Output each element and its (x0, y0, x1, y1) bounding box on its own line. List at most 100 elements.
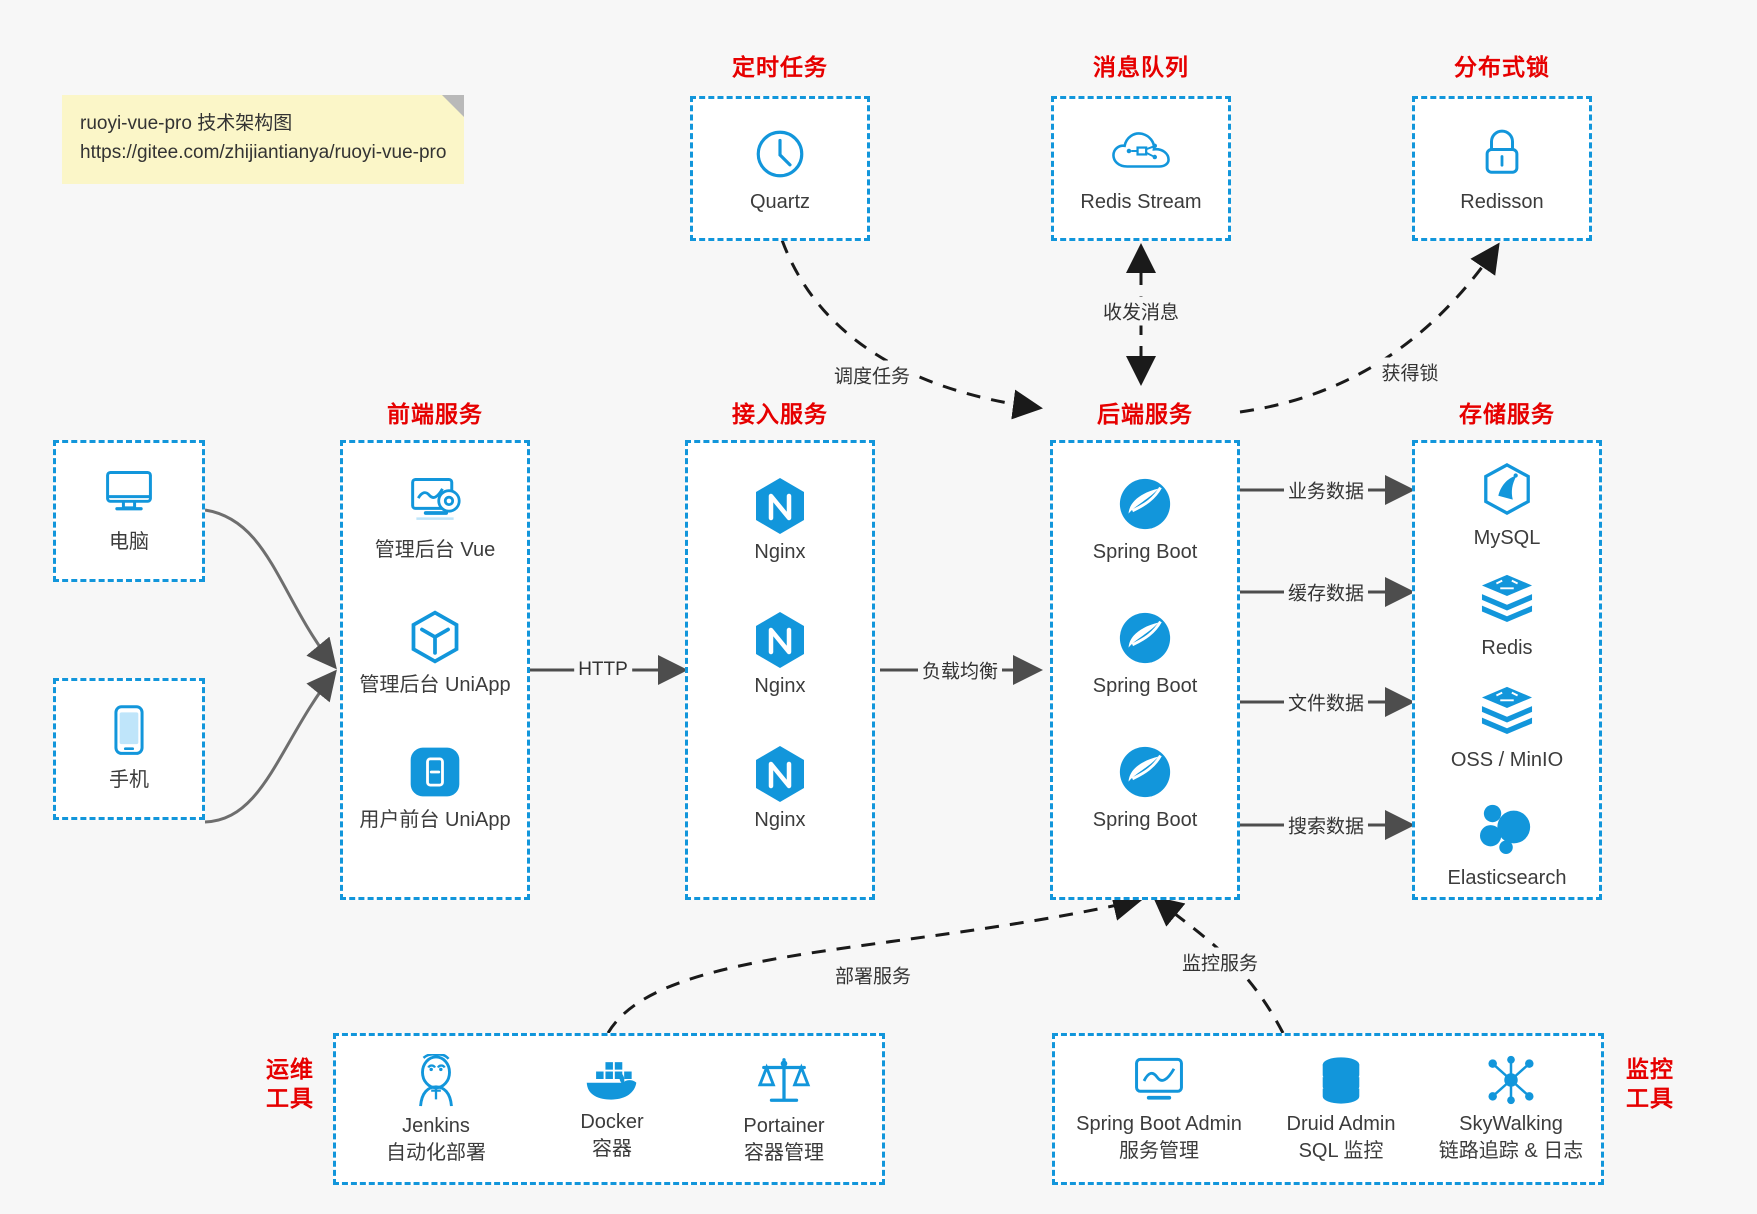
node-druid-admin[interactable]: Druid Admin SQL 监控 (1251, 1054, 1431, 1165)
nginx-icon (688, 743, 872, 802)
group-title-monitoring: 监控 工具 (1615, 1055, 1685, 1113)
group-title-message-queue: 消息队列 (1093, 54, 1189, 80)
node-redisson[interactable]: Redisson (1415, 125, 1589, 215)
group-title-storage: 存储服务 (1459, 401, 1555, 427)
node-nginx-2[interactable]: Nginx (688, 609, 872, 699)
node-label: SkyWalking (1459, 1113, 1563, 1135)
group-client-desktop[interactable]: 电脑 (53, 440, 205, 582)
spring-boot-icon (1053, 743, 1237, 801)
skywalking-icon (1483, 1055, 1539, 1110)
group-title-devops: 运维 工具 (255, 1055, 325, 1113)
node-spring-boot-3[interactable]: Spring Boot (1053, 743, 1237, 833)
portainer-scale-icon (756, 1058, 812, 1112)
mysql-icon (1415, 461, 1599, 519)
node-jenkins[interactable]: Jenkins 自动化部署 (346, 1053, 526, 1167)
node-label: Nginx (754, 541, 806, 563)
node-redis[interactable]: Redis (1415, 571, 1599, 661)
group-distributed-lock[interactable]: Redisson (1412, 96, 1592, 241)
node-sublabel: 容器 (592, 1138, 632, 1160)
note-line-2: https://gitee.com/zhijiantianya/ruoyi-vu… (80, 142, 447, 164)
node-label: Druid Admin (1286, 1113, 1396, 1135)
node-label: Spring Boot (1092, 809, 1198, 831)
cube-icon (343, 608, 527, 666)
elasticsearch-icon (1415, 801, 1599, 859)
node-label: Redis Stream (1080, 191, 1202, 213)
node-spring-boot-admin[interactable]: Spring Boot Admin 服务管理 (1049, 1054, 1269, 1165)
node-sublabel: 链路追踪 & 日志 (1438, 1140, 1584, 1162)
node-label: 管理后台 UniApp (359, 674, 511, 696)
group-backend[interactable]: Spring Boot Spring Boot Spring Boot (1050, 440, 1240, 900)
node-mysql[interactable]: MySQL (1415, 461, 1599, 551)
node-label: Redis (1481, 637, 1533, 659)
edge-label-http: HTTP (574, 658, 632, 682)
node-skywalking[interactable]: SkyWalking 链路追踪 & 日志 (1411, 1054, 1611, 1165)
node-portainer[interactable]: Portainer 容器管理 (694, 1054, 874, 1167)
node-quartz[interactable]: Quartz (693, 125, 867, 215)
node-sublabel: 自动化部署 (386, 1142, 486, 1164)
group-title-frontend: 前端服务 (387, 401, 483, 427)
node-admin-uniapp[interactable]: 管理后台 UniApp (343, 608, 527, 698)
spring-boot-icon (1053, 609, 1237, 667)
node-label: Quartz (749, 191, 811, 213)
node-label: Spring Boot (1092, 541, 1198, 563)
devops-title-line-1: 运维 (266, 1056, 314, 1082)
node-nginx-1[interactable]: Nginx (688, 475, 872, 565)
node-mobile[interactable]: 手机 (56, 703, 202, 793)
edge-label-search-data: 搜索数据 (1283, 810, 1369, 840)
group-monitoring-tools[interactable]: Spring Boot Admin 服务管理 Druid Admin SQL 监… (1052, 1033, 1604, 1185)
group-devops-tools[interactable]: Jenkins 自动化部署 Docker 容器 Portainer 容器管理 (333, 1033, 885, 1185)
edge-label-deploy-service: 部署服务 (830, 960, 916, 990)
group-title-gateway: 接入服务 (732, 401, 828, 427)
dashboard-gear-icon (343, 473, 527, 531)
node-label: Nginx (754, 675, 806, 697)
node-oss-minio[interactable]: OSS / MinIO (1415, 683, 1599, 773)
edge-label-load-balance: 负载均衡 (917, 655, 1003, 685)
group-title-distributed-lock: 分布式锁 (1454, 54, 1550, 80)
monitoring-title-line-2: 工具 (1626, 1084, 1674, 1111)
group-scheduled-task[interactable]: Quartz (690, 96, 870, 241)
edge-label-message: 收发消息 (1098, 296, 1184, 326)
clock-icon (693, 125, 867, 183)
node-redis-stream[interactable]: Redis Stream (1054, 125, 1228, 215)
sticky-note: ruoyi-vue-pro 技术架构图 https://gitee.com/zh… (62, 95, 465, 184)
spring-boot-icon (1053, 475, 1237, 533)
group-client-mobile[interactable]: 手机 (53, 678, 205, 820)
redis-stack-icon (1415, 571, 1599, 629)
node-nginx-3[interactable]: Nginx (688, 743, 872, 833)
devops-title-line-2: 工具 (266, 1084, 314, 1111)
node-desktop[interactable]: 电脑 (56, 465, 202, 555)
node-label: Nginx (754, 809, 806, 831)
group-message-queue[interactable]: Redis Stream (1051, 96, 1231, 241)
group-storage[interactable]: MySQL Redis OSS / MinIO Elasticsearch (1412, 440, 1602, 900)
lock-icon (1415, 125, 1589, 183)
node-sublabel: 服务管理 (1119, 1140, 1199, 1162)
node-label: Jenkins (402, 1115, 470, 1137)
node-label: 用户前台 UniApp (359, 809, 511, 831)
note-fold-corner (442, 95, 465, 117)
node-label: Redisson (1460, 191, 1544, 213)
node-label: 手机 (109, 769, 149, 791)
node-elasticsearch[interactable]: Elasticsearch (1415, 801, 1599, 891)
edge-label-schedule-task: 调度任务 (829, 360, 915, 390)
node-label: Portainer (743, 1115, 825, 1137)
note-line-1: ruoyi-vue-pro 技术架构图 (80, 113, 293, 134)
node-sublabel: 容器管理 (744, 1142, 824, 1164)
monitor-chart-icon (1130, 1057, 1188, 1110)
node-spring-boot-2[interactable]: Spring Boot (1053, 609, 1237, 699)
group-frontend[interactable]: 管理后台 Vue 管理后台 UniApp 用户前台 UniApp (340, 440, 530, 900)
node-label: 电脑 (109, 531, 149, 553)
jenkins-icon (408, 1053, 464, 1112)
node-user-uniapp[interactable]: 用户前台 UniApp (343, 743, 527, 833)
edge-label-monitor-service: 监控服务 (1177, 947, 1263, 977)
group-gateway[interactable]: Nginx Nginx Nginx (685, 440, 875, 900)
node-docker[interactable]: Docker 容器 (522, 1054, 702, 1163)
cloud-network-icon (1054, 125, 1228, 183)
group-title-backend: 后端服务 (1097, 401, 1193, 427)
group-title-scheduled-task: 定时任务 (732, 54, 828, 80)
node-label: Spring Boot Admin (1076, 1113, 1242, 1135)
node-admin-vue[interactable]: 管理后台 Vue (343, 473, 527, 563)
edge-label-file-data: 文件数据 (1283, 687, 1369, 717)
node-spring-boot-1[interactable]: Spring Boot (1053, 475, 1237, 565)
node-label: Docker (580, 1111, 644, 1133)
